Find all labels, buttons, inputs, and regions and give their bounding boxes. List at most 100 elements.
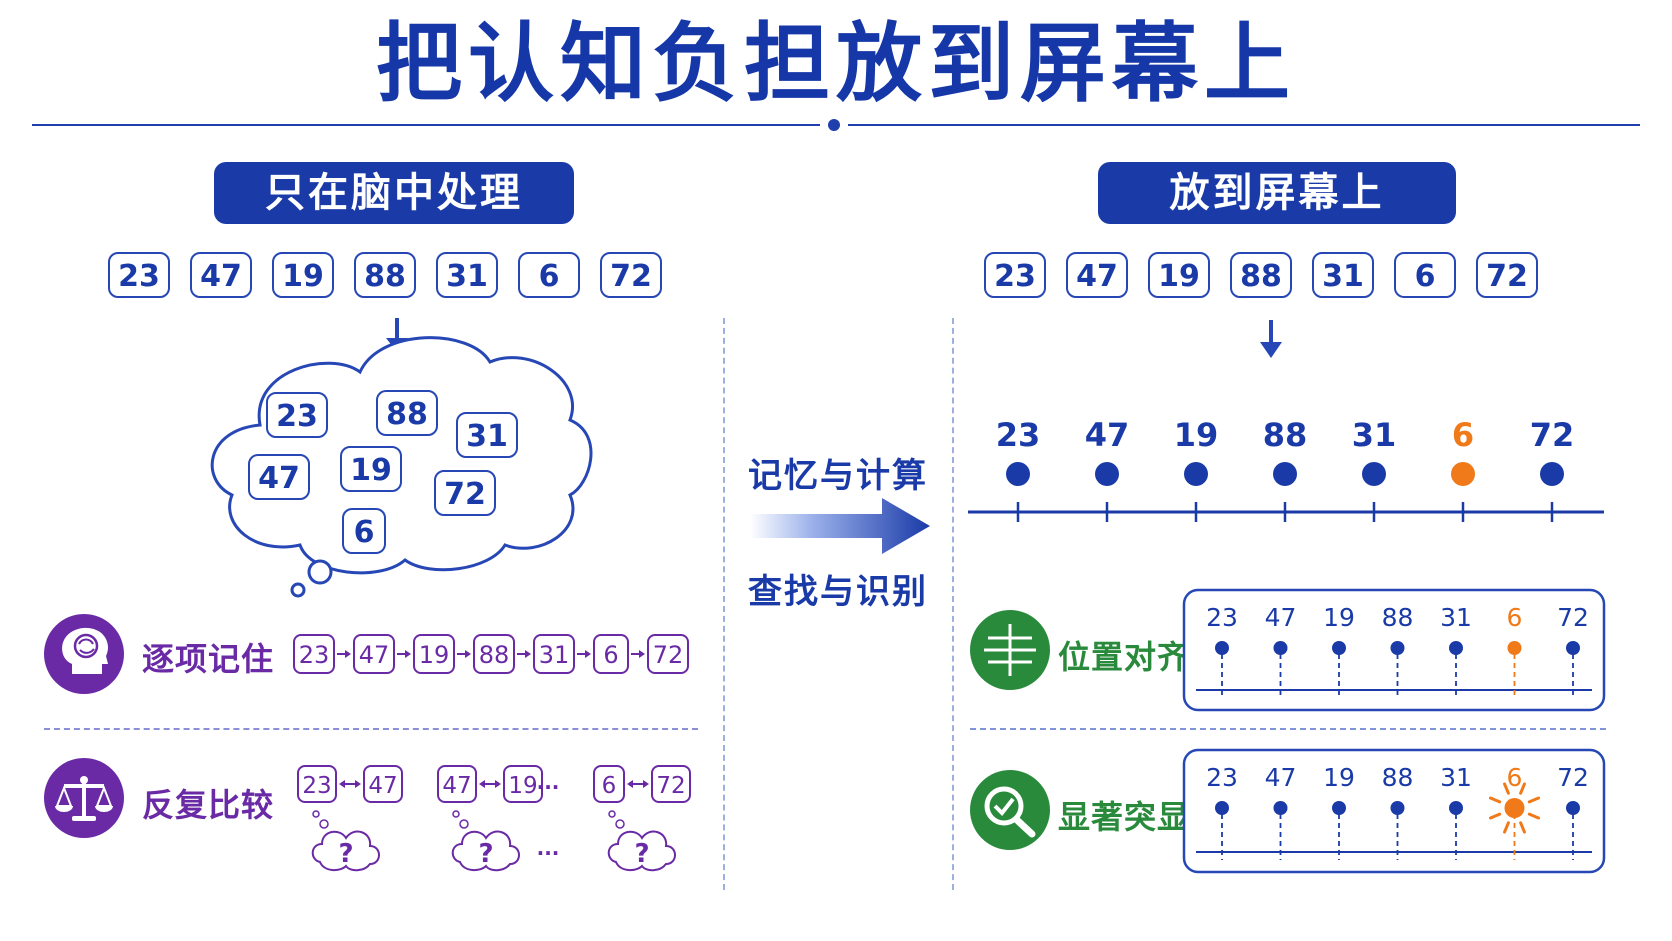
- sequence-arrow-icon: [517, 650, 531, 658]
- number-line-point: [1184, 462, 1208, 486]
- sequence-arrow-icon: [631, 650, 645, 658]
- sequence-item: 72: [647, 634, 689, 674]
- number-box: 47: [1066, 252, 1128, 298]
- number-box: 6: [1394, 252, 1456, 298]
- memorize-sequence: 23 47 19 88 31 6 72: [293, 634, 689, 674]
- number-line-label: 88: [1263, 416, 1308, 454]
- svg-text:72: 72: [653, 641, 684, 669]
- cloud-number-box: 72: [434, 470, 496, 516]
- thought-dot: [452, 810, 460, 818]
- number-line-point: [1362, 462, 1386, 486]
- svg-text:19: 19: [419, 641, 450, 669]
- thought-bubble-small: [290, 582, 306, 598]
- number-box: 72: [600, 252, 662, 298]
- left-separator: [44, 728, 698, 730]
- brain-head-icon: [44, 614, 124, 694]
- right-down-arrow-icon: [1260, 320, 1282, 358]
- svg-text:31: 31: [539, 641, 570, 669]
- svg-text:88: 88: [479, 641, 510, 669]
- panel-number-point: [1273, 801, 1288, 815]
- number-line-label: 6: [1452, 416, 1474, 454]
- panel-number-point: [1332, 801, 1346, 815]
- salient-label: 显著突显: [1058, 798, 1191, 836]
- title-rule-right: [848, 124, 1640, 126]
- sequence-arrow-icon: [577, 650, 591, 658]
- svg-text:47: 47: [359, 641, 390, 669]
- panel-number-label: 47: [1265, 603, 1297, 632]
- sequence-arrow-icon: [457, 650, 471, 658]
- number-box: 31: [436, 252, 498, 298]
- number-line-point: [1273, 462, 1297, 486]
- question-mark: ?: [478, 839, 493, 869]
- cloud-number-box: 88: [376, 390, 438, 436]
- title-rule-left: [32, 124, 820, 126]
- compare-pair: 47 19?: [437, 765, 543, 872]
- sequence-arrow-icon: [337, 650, 351, 658]
- divider-left: [723, 318, 725, 890]
- page-title: 把认知负担放到屏幕上: [376, 14, 1296, 114]
- number-box: 88: [1230, 252, 1292, 298]
- question-mark: ?: [634, 839, 649, 869]
- number-line-point: [1095, 462, 1119, 486]
- svg-text:47: 47: [442, 773, 471, 799]
- svg-text:47: 47: [368, 773, 397, 799]
- ellipsis: ···: [537, 775, 560, 799]
- panel-number-label: 23: [1206, 763, 1238, 792]
- panel-number-label: 6: [1507, 763, 1523, 792]
- number-line-label: 23: [996, 416, 1041, 454]
- sequence-arrow-icon: [397, 650, 411, 658]
- panel-number-point: [1566, 801, 1580, 815]
- panel-number-point: [1504, 798, 1525, 818]
- question-cloud: [451, 830, 520, 872]
- panel-number-point: [1390, 801, 1405, 815]
- ellipsis: ···: [537, 841, 560, 865]
- right-separator: [970, 728, 1606, 730]
- panel-number-label: 31: [1440, 763, 1472, 792]
- panel-number-point: [1449, 641, 1463, 655]
- panel-number-point: [1390, 641, 1405, 655]
- sequence-item: 88: [473, 634, 515, 674]
- number-box: 6: [518, 252, 580, 298]
- sequence-item: 19: [413, 634, 455, 674]
- number-box: 23: [984, 252, 1046, 298]
- panel-number-point: [1215, 801, 1229, 815]
- title-rule-dot: [828, 119, 840, 131]
- search-check-icon: [970, 770, 1050, 850]
- panel-number-label: 72: [1557, 603, 1589, 632]
- align-label: 位置对齐: [1058, 638, 1191, 676]
- number-box: 47: [190, 252, 252, 298]
- svg-text:19: 19: [508, 773, 537, 799]
- number-box: 23: [108, 252, 170, 298]
- number-box: 31: [1312, 252, 1374, 298]
- svg-text:6: 6: [602, 773, 617, 799]
- number-line-point: [1006, 462, 1030, 486]
- number-line-point: [1540, 462, 1564, 486]
- thought-dot: [459, 819, 469, 829]
- thought-dot: [608, 810, 616, 818]
- panel-number-label: 31: [1440, 603, 1472, 632]
- panel-number-point: [1273, 641, 1288, 655]
- thought-bubble-large: [307, 559, 333, 585]
- panel-number-point: [1449, 801, 1463, 815]
- middle-label-bottom: 查找与识别: [748, 572, 928, 612]
- memorize-label: 逐项记住: [142, 640, 275, 678]
- cloud-number-box: 31: [456, 412, 518, 458]
- thought-dot: [312, 810, 320, 818]
- cloud-number-box: 19: [340, 446, 402, 492]
- number-box: 19: [1148, 252, 1210, 298]
- svg-text:6: 6: [603, 641, 618, 669]
- transfer-arrow-icon: [750, 498, 930, 554]
- question-cloud: [607, 830, 676, 872]
- svg-text:23: 23: [299, 641, 330, 669]
- number-box: 72: [1476, 252, 1538, 298]
- compare-arrow-icon: [627, 780, 649, 788]
- panel-number-label: 19: [1323, 603, 1355, 632]
- question-cloud: [311, 830, 380, 872]
- cloud-number-box: 6: [342, 508, 386, 554]
- number-line-label: 47: [1085, 416, 1130, 454]
- panel-number-label: 23: [1206, 603, 1238, 632]
